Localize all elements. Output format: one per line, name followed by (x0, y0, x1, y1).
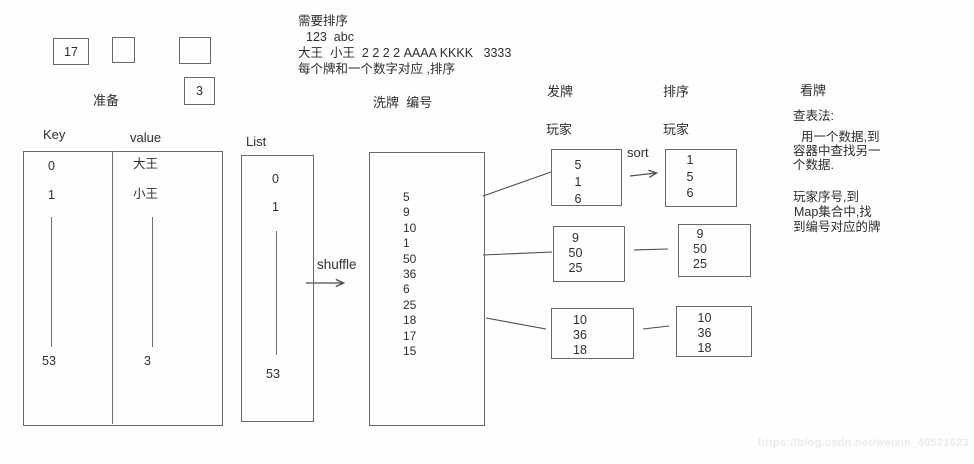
shuffled-number: 17 (403, 328, 417, 343)
sorted2-hand-outline (678, 224, 751, 277)
map-table-outline (23, 151, 223, 426)
map-value-header: value (130, 130, 162, 145)
shuffled-number: 1 (403, 236, 410, 251)
connector-shuffle-to-player3 (485, 317, 547, 330)
sorted2-hand-numbers: 9 50 25 (678, 227, 722, 272)
list-item-53: 53 (266, 367, 280, 381)
map-value-ellipsis-line (152, 217, 153, 347)
shuffled-number: 36 (403, 267, 417, 282)
player1-hand-numbers: 5 1 6 (551, 157, 605, 208)
shuffled-number: 5 (403, 190, 410, 204)
hand-number: 9 (696, 227, 704, 241)
sort-player-label: 玩家 (663, 122, 690, 137)
hand-number: 18 (697, 341, 712, 355)
sort-stage-label: 排序 (663, 84, 690, 99)
map-key-ellipsis-line (51, 217, 52, 347)
prep-card-1-value: 17 (64, 44, 78, 59)
view-note-line-6: Map集合中,找 (794, 205, 872, 219)
view-stage-label: 看牌 (800, 83, 827, 98)
sorted1-hand-outline (665, 149, 737, 207)
prep-card-box-4: 3 (184, 77, 215, 105)
shuffled-number: 50 (403, 251, 417, 266)
notes-line-1: 需要排序 (298, 14, 349, 28)
list-item-0: 0 (272, 172, 279, 186)
hand-number: 50 (693, 242, 707, 256)
player3-hand-outline (551, 308, 634, 359)
sort-arrow-label: sort (627, 145, 649, 160)
hand-number: 5 (574, 158, 582, 172)
shuffled-number: 18 (403, 313, 417, 328)
shuffled-numbers-column: 5 9 10 1 50 36 6 25 18 17 15 (403, 190, 416, 359)
map-value-53: 3 (144, 354, 151, 368)
shuffle-arrow-label: shuffle (317, 257, 357, 272)
player1-hand-outline (551, 149, 622, 206)
view-note-line-2: 用一个数据,到 (801, 130, 880, 144)
player2-hand-outline (553, 226, 625, 282)
prep-card-box-3 (179, 37, 211, 64)
player3-hand-numbers: 10 36 18 (551, 313, 609, 358)
hand-number: 10 (573, 313, 587, 327)
map-key-header: Key (43, 127, 66, 142)
hand-number: 1 (686, 153, 694, 167)
player2-hand-numbers: 9 50 25 (553, 231, 598, 276)
hand-number: 1 (574, 175, 582, 189)
hand-number: 6 (686, 186, 694, 200)
hand-number: 5 (686, 169, 694, 184)
sorted3-hand-outline (676, 306, 752, 357)
notes-line-4: 每个牌和一个数字对应 ,排序 (298, 62, 455, 76)
hand-number: 36 (573, 328, 587, 342)
shuffled-number: 25 (403, 297, 417, 312)
connector-shuffle-to-player2 (482, 251, 553, 256)
notes-line-2: 123 abc (306, 30, 354, 44)
hand-number: 25 (693, 257, 707, 271)
hand-number: 18 (573, 343, 587, 357)
map-table-divider (112, 151, 113, 424)
connector-shuffle-to-player1 (482, 171, 552, 197)
list-label: List (246, 134, 267, 149)
deal-stage-label: 发牌 (547, 84, 574, 99)
list-ellipsis-line (276, 231, 277, 355)
shuffled-number: 9 (403, 205, 410, 220)
prep-card-box-2 (112, 37, 135, 63)
sorted1-hand-numbers: 1 5 6 (665, 152, 715, 202)
hand-number: 36 (697, 326, 712, 340)
hand-number: 10 (697, 311, 712, 325)
prep-card-box-1: 17 (53, 38, 89, 65)
shuffled-number: 15 (403, 344, 417, 359)
view-note-line-5: 玩家序号,到 (793, 190, 859, 204)
map-value-1: 小王 (133, 187, 159, 201)
notes-line-3: 大王 小王 2 2 2 2 AAAA KKKK 3333 (298, 46, 512, 60)
view-note-line-3: 容器中查找另一 (793, 144, 881, 158)
watermark-text: https://blog.csdn.net/weixin_40521623 (758, 437, 969, 449)
map-key-1: 1 (48, 188, 55, 202)
view-note-line-4: 个数据. (793, 158, 834, 172)
map-key-0: 0 (48, 159, 55, 173)
hand-number: 25 (568, 261, 583, 275)
deal-player-label: 玩家 (546, 122, 573, 137)
hand-number: 50 (568, 246, 583, 260)
shuffled-number: 10 (403, 220, 417, 235)
shuffled-number: 6 (403, 282, 410, 297)
hand-number: 6 (574, 192, 582, 206)
view-note-line-1: 查表法: (793, 109, 834, 123)
map-key-53: 53 (42, 354, 56, 368)
view-note-line-7: 到编号对应的牌 (793, 220, 881, 234)
shuffle-stage-label: 洗牌 编号 (373, 95, 433, 110)
shuffled-numbers-outline (369, 152, 485, 426)
hand-number: 9 (572, 231, 579, 245)
sort-arrow-line (629, 169, 659, 178)
prep-stage-label: 准备 (93, 93, 120, 108)
sorted3-hand-numbers: 10 36 18 (676, 311, 733, 356)
map-value-0: 大王 (133, 157, 159, 171)
list-item-1: 1 (272, 200, 279, 214)
prep-card-4-value: 3 (196, 84, 203, 98)
connector-player2-to-sorted2 (633, 248, 669, 251)
connector-player3-to-sorted3 (642, 325, 670, 330)
list-outline (241, 155, 314, 422)
